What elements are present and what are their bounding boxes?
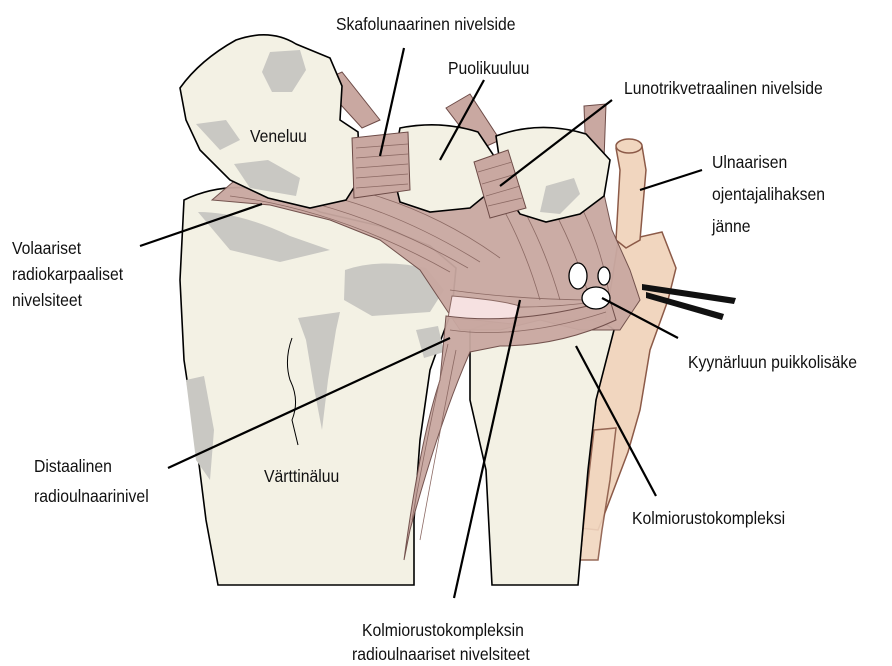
label-radius: Värttinäluu <box>264 464 339 488</box>
label-lunate: Puolikuuluu <box>448 56 529 80</box>
label-volar-line-1: Volaariset <box>12 236 123 260</box>
scapholunate-ligament <box>352 132 410 198</box>
label-volar-line-2: radiokarpaaliset <box>12 262 123 286</box>
scaphoid-bone <box>180 35 360 208</box>
label-ecu-tendon: Ulnaarisen ojentajalihaksen jänne <box>712 150 838 238</box>
label-druj-line-1: Distaalinen <box>34 454 149 478</box>
label-tfcc-lig-line-1: Kolmiorustokompleksin <box>362 618 540 642</box>
label-ecu-line-3: jänne <box>712 214 825 238</box>
label-volar-radiocarpal: Volaariset radiokarpaaliset nivelsiteet <box>12 236 136 312</box>
label-volar-line-3: nivelsiteet <box>12 288 123 312</box>
label-tfcc-ligaments: Kolmiorustokompleksin radioulnaariset ni… <box>352 618 549 666</box>
label-scaphoid: Veneluu <box>250 124 307 148</box>
label-druj-line-2: radioulnaarinivel <box>34 484 149 508</box>
label-ecu-line-1: Ulnaarisen <box>712 150 825 174</box>
label-tfcc-lig-line-2: radioulnaariset nivelsiteet <box>352 642 530 666</box>
label-druj: Distaalinen radioulnaarinivel <box>34 454 161 508</box>
label-scapholunate-ligament: Skafolunaarinen nivelside <box>336 12 516 36</box>
ecu-tendon <box>616 139 646 248</box>
label-ecu-line-2: ojentajalihaksen <box>712 182 825 206</box>
label-lunotriquetral-ligament: Lunotrikvetraalinen nivelside <box>624 76 823 100</box>
label-tfcc: Kolmiorustokompleksi <box>632 506 785 530</box>
label-ulnar-styloid: Kyynärluun puikkolisäke <box>688 350 857 374</box>
